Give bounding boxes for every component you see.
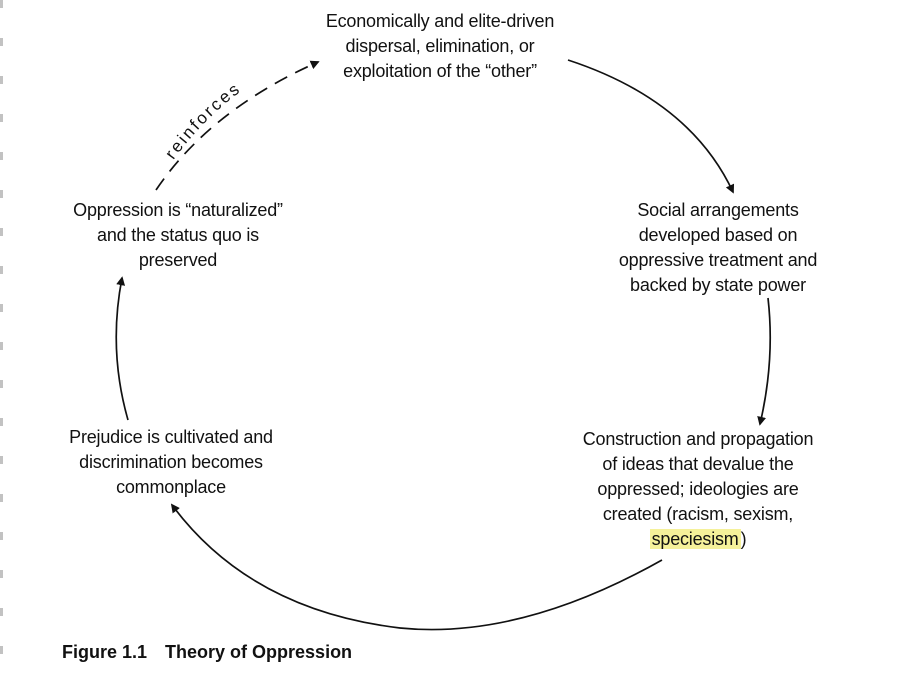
node-line: exploitation of the “other” [343, 61, 537, 81]
closing-paren: ) [740, 529, 747, 549]
node-line: discrimination becomes [79, 452, 263, 472]
figure-number: Figure 1.1 [62, 642, 148, 662]
node-line: of ideas that devalue the [602, 454, 794, 474]
arrow-left-to-top-left [115, 276, 129, 421]
reinforces-label-text: reinforces [161, 78, 242, 162]
node-line: backed by state power [630, 275, 806, 295]
arrow-reinforces-dashed [155, 60, 320, 191]
node-line: Oppression is “naturalized” [73, 200, 283, 220]
node-line: oppressive treatment and [618, 250, 818, 270]
node-line: developed based on [638, 225, 798, 245]
figure-caption: Figure 1.1 Theory of Oppression [62, 642, 352, 663]
node-line: dispersal, elimination, or [345, 36, 535, 56]
node-line: and the status quo is [97, 225, 259, 245]
arrow-top-to-right [567, 59, 735, 194]
node-ideologies-created: Construction and propagation of ideas th… [560, 427, 836, 552]
node-line: created (racism, sexism, [602, 504, 794, 524]
node-line: preserved [138, 250, 218, 270]
node-social-arrangements: Social arrangements developed based on o… [598, 198, 838, 298]
arrow-right-to-bottom-right [757, 297, 772, 426]
arrow-bottom-right-to-left [170, 503, 663, 631]
node-line-last: speciesism) [560, 527, 836, 552]
node-line: Prejudice is cultivated and [69, 427, 273, 447]
highlighted-word: speciesism [649, 529, 741, 549]
node-line: commonplace [116, 477, 226, 497]
node-prejudice-cultivated: Prejudice is cultivated and discriminati… [40, 425, 302, 500]
node-line: oppressed; ideologies are [597, 479, 799, 499]
figure-title: Theory of Oppression [165, 642, 353, 662]
node-line: Social arrangements [637, 200, 799, 220]
reinforces-label: reinforces [161, 78, 244, 162]
node-line: Economically and elite-driven [325, 11, 555, 31]
node-elite-driven-exploitation: Economically and elite-driven dispersal,… [300, 9, 580, 84]
node-line: Construction and propagation [582, 429, 814, 449]
node-oppression-naturalized: Oppression is “naturalized” and the stat… [42, 198, 314, 273]
page-edge-marks [0, 0, 3, 678]
